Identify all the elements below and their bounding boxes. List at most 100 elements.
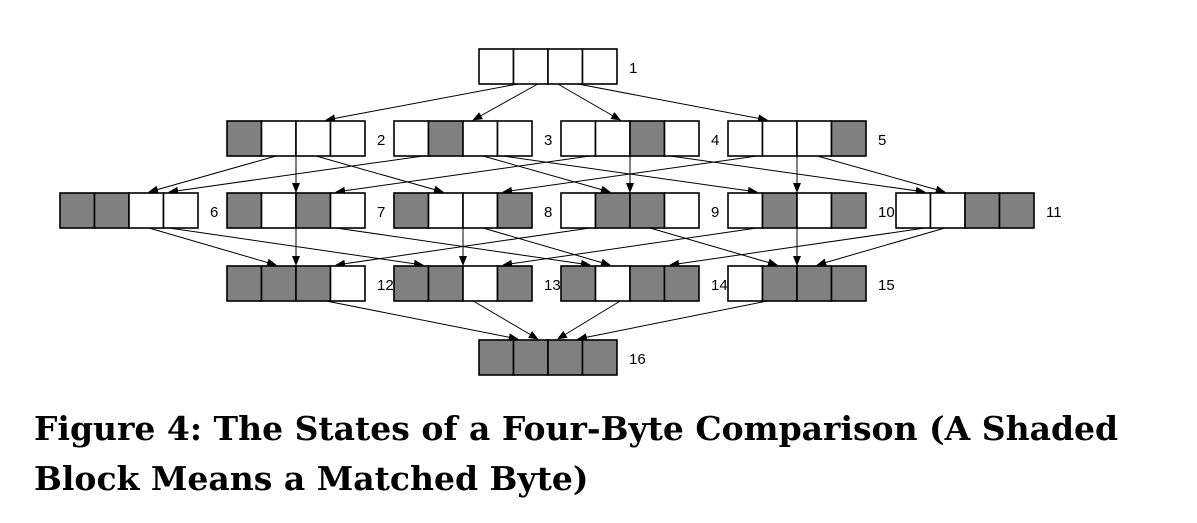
state-11: 11: [895, 192, 1062, 229]
transition-arrow-2-6: [148, 155, 277, 194]
transition-arrow-8-14: [482, 227, 611, 267]
transition-arrow-15-16: [576, 300, 768, 342]
unmatched-byte-cell: [727, 265, 764, 302]
unmatched-byte-cell: [796, 192, 833, 229]
matched-byte-cell: [629, 265, 666, 302]
transition-arrow-1-4: [557, 83, 622, 121]
transition-arrow-13-16: [472, 300, 539, 340]
state-label: 14: [711, 277, 728, 294]
unmatched-byte-cell: [462, 265, 499, 302]
matched-byte-cell: [547, 339, 584, 376]
state-9: 9: [560, 192, 719, 229]
state-4: 4: [560, 120, 719, 157]
state-label: 7: [377, 204, 385, 221]
state-label: 8: [544, 204, 552, 221]
matched-byte-cell: [663, 265, 700, 302]
matched-byte-cell: [393, 192, 430, 229]
state-label: 5: [878, 132, 886, 149]
matched-byte-cell: [226, 265, 263, 302]
matched-byte-cell: [295, 265, 332, 302]
transition-arrow-9-15: [649, 227, 778, 267]
state-15: 15: [727, 265, 895, 302]
transition-arrow-3-9: [482, 155, 611, 194]
state-12: 12: [226, 265, 394, 302]
state-1: 1: [478, 48, 637, 85]
state-label: 10: [878, 204, 895, 221]
transition-arrow-6-12: [148, 227, 277, 267]
transition-arrow-1-3: [472, 83, 539, 121]
matched-byte-cell: [478, 339, 515, 376]
matched-byte-cell: [427, 120, 464, 157]
state-label: 4: [711, 132, 719, 149]
matched-byte-cell: [998, 192, 1035, 229]
transition-arrow-5-11: [817, 155, 946, 194]
unmatched-byte-cell: [295, 120, 332, 157]
unmatched-byte-cell: [727, 192, 764, 229]
state-2: 2: [226, 120, 385, 157]
state-6: 6: [59, 192, 218, 229]
state-label: 13: [544, 277, 561, 294]
transition-arrow-4-7: [335, 155, 590, 195]
unmatched-byte-cell: [329, 192, 366, 229]
transition-arrow-11-14: [669, 227, 925, 268]
state-label: 11: [1046, 204, 1062, 221]
matched-byte-cell: [761, 192, 798, 229]
unmatched-byte-cell: [663, 192, 700, 229]
state-13: 13: [393, 265, 561, 302]
unmatched-byte-cell: [162, 192, 199, 229]
transition-arrow-12-16: [326, 300, 519, 342]
state-label: 1: [629, 60, 637, 77]
state-8: 8: [393, 192, 552, 229]
transition-arrow-3-6: [168, 155, 423, 195]
unmatched-byte-cell: [929, 192, 966, 229]
unmatched-byte-cell: [393, 120, 430, 157]
matched-byte-cell: [830, 120, 867, 157]
transition-arrow-14-16: [556, 300, 621, 340]
unmatched-byte-cell: [581, 48, 618, 85]
matched-byte-cell: [796, 265, 833, 302]
unmatched-byte-cell: [895, 192, 932, 229]
unmatched-byte-cell: [761, 120, 798, 157]
state-16: 16: [478, 339, 646, 376]
state-label: 6: [210, 204, 218, 221]
matched-byte-cell: [512, 339, 549, 376]
matched-byte-cell: [295, 192, 332, 229]
unmatched-byte-cell: [462, 192, 499, 229]
matched-byte-cell: [226, 192, 263, 229]
unmatched-byte-cell: [329, 120, 366, 157]
state-7: 7: [226, 192, 385, 229]
matched-byte-cell: [830, 192, 867, 229]
state-3: 3: [393, 120, 552, 157]
unmatched-byte-cell: [594, 120, 631, 157]
transition-arrow-10-13: [502, 227, 757, 268]
state-label: 15: [878, 277, 895, 294]
matched-byte-cell: [629, 120, 666, 157]
state-label: 12: [377, 277, 394, 294]
unmatched-byte-cell: [260, 120, 297, 157]
unmatched-byte-cell: [560, 120, 597, 157]
unmatched-byte-cell: [560, 192, 597, 229]
matched-byte-cell: [830, 265, 867, 302]
state-5: 5: [727, 120, 886, 157]
state-label: 2: [377, 132, 385, 149]
transition-arrows: [148, 83, 946, 342]
matched-byte-cell: [496, 192, 533, 229]
unmatched-byte-cell: [427, 192, 464, 229]
matched-byte-cell: [761, 265, 798, 302]
unmatched-byte-cell: [594, 265, 631, 302]
state-label: 9: [711, 204, 719, 221]
unmatched-byte-cell: [128, 192, 165, 229]
state-14: 14: [560, 265, 728, 302]
unmatched-byte-cell: [496, 120, 533, 157]
matched-byte-cell: [629, 192, 666, 229]
transition-arrow-9-12: [335, 227, 590, 268]
unmatched-byte-cell: [478, 48, 515, 85]
matched-byte-cell: [964, 192, 1001, 229]
matched-byte-cell: [496, 265, 533, 302]
matched-byte-cell: [560, 265, 597, 302]
unmatched-byte-cell: [547, 48, 584, 85]
transition-arrow-1-5: [577, 83, 769, 123]
matched-byte-cell: [594, 192, 631, 229]
